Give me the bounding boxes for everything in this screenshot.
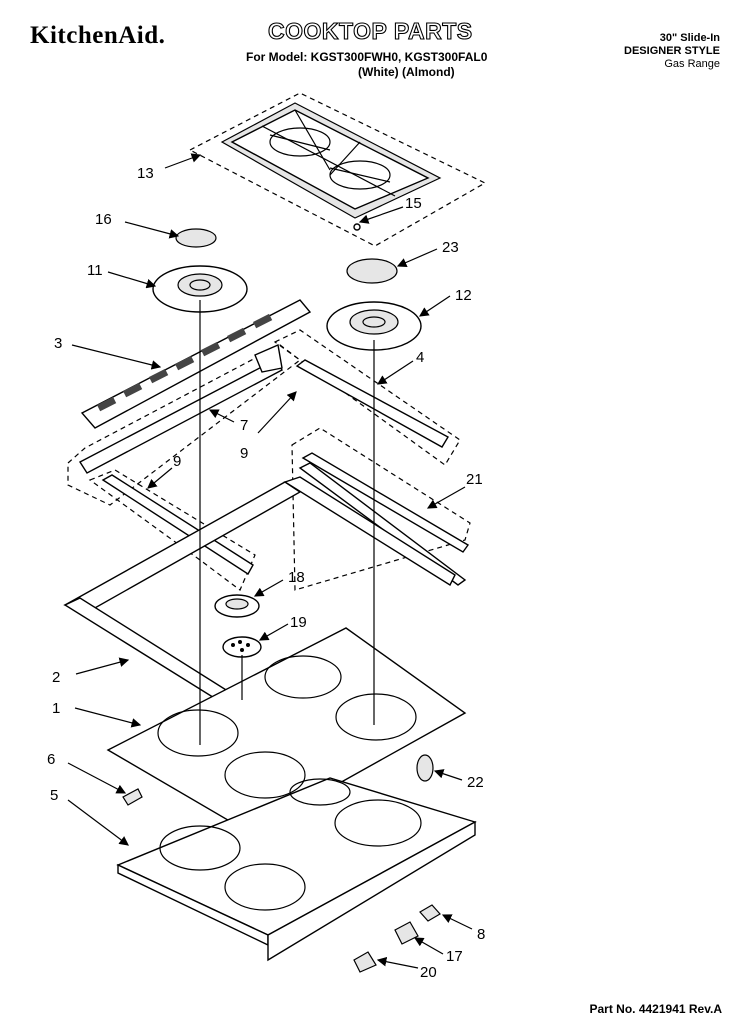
- part-11-burner: [152, 265, 248, 313]
- callout-17: 17: [446, 948, 463, 965]
- part-12-burner: [326, 301, 422, 351]
- part-2-frame: [63, 476, 456, 715]
- part-4-rail: [273, 329, 461, 466]
- product-line-type: Gas Range: [664, 58, 720, 70]
- model-line: For Model: KGST300FWH0, KGST300FAL0: [246, 50, 488, 64]
- part-18-housing: [214, 594, 260, 618]
- part-13-grate: [188, 92, 487, 247]
- callout-12: 12: [455, 287, 472, 304]
- callout-19: 19: [290, 614, 307, 631]
- callout-21: 21: [466, 471, 483, 488]
- callout-22: 22: [467, 774, 484, 791]
- page-title: COOKTOP PARTS: [267, 17, 473, 44]
- part-number: Part No. 4421941 Rev.A: [589, 1002, 722, 1016]
- part-15-foot: [353, 223, 361, 231]
- part-17-valve: [394, 921, 419, 945]
- part-6-clip: [122, 788, 143, 806]
- callout-4: 4: [416, 349, 424, 366]
- callout-23: 23: [442, 239, 459, 256]
- callout-1: 1: [52, 700, 60, 717]
- product-line-size: 30" Slide-In: [659, 32, 720, 44]
- product-line-style: DESIGNER STYLE: [624, 45, 720, 57]
- callout-9-left: 9: [173, 453, 181, 470]
- callout-11: 11: [87, 262, 103, 279]
- callout-3: 3: [54, 335, 62, 352]
- callout-16: 16: [95, 211, 112, 228]
- part-5-chassis: [116, 777, 477, 962]
- part-23-cap: [346, 258, 398, 284]
- callout-7: 7: [240, 417, 248, 434]
- callout-8: 8: [477, 926, 485, 943]
- part-21-trim: [291, 427, 471, 591]
- callout-5: 5: [50, 787, 58, 804]
- callout-2: 2: [52, 669, 60, 686]
- part-3-vent-panel: [80, 299, 312, 429]
- part-7-bracket: [67, 344, 301, 506]
- brand-logo: KitchenAid.: [30, 22, 166, 49]
- part-1-cooktop: [106, 627, 467, 834]
- part-16-cap: [175, 228, 217, 248]
- callout-15: 15: [405, 195, 422, 212]
- part-20-clip: [353, 951, 377, 973]
- part-8-switch: [419, 904, 441, 922]
- variant-line: (White) (Almond): [358, 65, 455, 79]
- callout-6: 6: [47, 751, 55, 768]
- part-19-orifice: [222, 636, 262, 658]
- callout-13: 13: [137, 165, 154, 182]
- callout-20: 20: [420, 964, 437, 981]
- part-22-bracket: [416, 754, 434, 782]
- callout-9-right: 9: [240, 445, 248, 462]
- callout-18: 18: [288, 569, 305, 586]
